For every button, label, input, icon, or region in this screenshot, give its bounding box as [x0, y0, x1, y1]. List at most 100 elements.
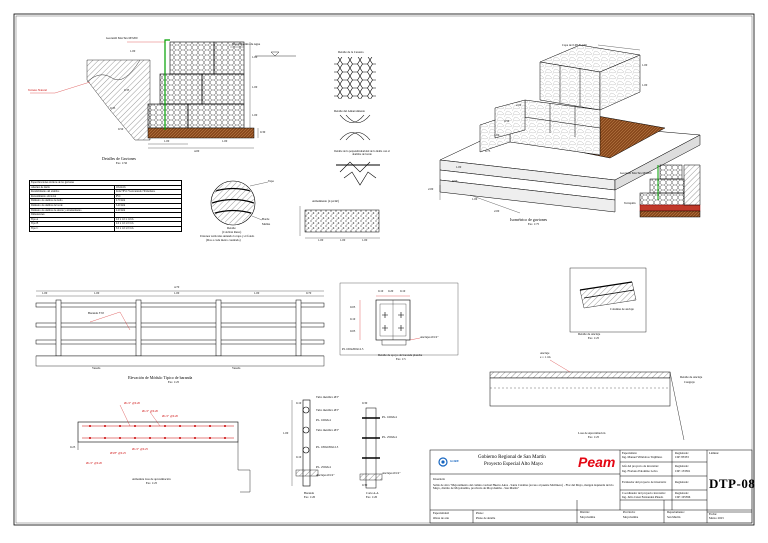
anchoring-title: Armamiento (4 pz/m²) — [312, 199, 340, 203]
base-plate-scale: Esc. 1:5 — [396, 357, 406, 361]
role-name: Ing. Julio César Fernandez Pinedo — [622, 495, 664, 499]
role-label: Evaluador del proyecto de inversión: — [622, 480, 667, 484]
railing-elevation-drawing — [35, 290, 325, 367]
anchor-detail-title: Detalle de Anclaje — [578, 332, 601, 336]
post-label: PL. 250x6.4 — [316, 465, 331, 469]
section-label: PL. 250x6.4 — [382, 435, 397, 439]
plan-label: Plano: — [476, 511, 484, 515]
dim-label: 2.00 — [428, 187, 434, 191]
sheet-label: Lámina: — [709, 451, 719, 455]
sidewalk-left-label: Vereda — [92, 366, 101, 370]
dim-label: 0.35 — [110, 106, 116, 110]
approach-slab-title: Losa de Aproximación — [578, 431, 606, 435]
selvedge-detail-title: Detalle de la perpendicularidad de la ma… — [334, 150, 390, 157]
dim-label: 0.30 — [362, 401, 368, 405]
investment-label: Inversión: — [433, 477, 446, 481]
isometric-title: Isométrico de gaviones — [510, 217, 548, 222]
dim-label: 1.00 — [283, 431, 289, 435]
role-name: Ing. Floriano Palomino Leiva — [622, 469, 658, 473]
gore-logo-text: GORE — [450, 459, 459, 463]
dim-label: 0.30 — [260, 130, 266, 134]
slab-label: e = 1 cm — [540, 355, 551, 359]
department-value: San Martín — [667, 515, 681, 519]
org-name-1: Gobierno Regional de San Martín — [478, 455, 546, 460]
post-label: Anclajes Ø1/2" — [316, 473, 335, 477]
natural-ground-label: Terreno Natural — [28, 88, 48, 92]
dim-label: 0.30 — [362, 483, 368, 487]
peam-logo: Peam — [578, 454, 616, 470]
rebar-title: Armadura losa de aproximación — [132, 477, 171, 481]
org-name-2: Proyecto Especial Alto Mayo — [484, 462, 543, 467]
reg-value: CIP: 133561 — [675, 469, 691, 473]
reg-value: CIP: 105396 — [675, 495, 691, 499]
dim-label: 1.00 — [252, 55, 258, 59]
post-label: Tubo metálico Ø3" — [316, 428, 339, 432]
mesh-details-drawing — [299, 57, 380, 239]
post-label: Tubo metálico Ø3" — [316, 395, 339, 399]
dim-label: 1.00 — [130, 49, 136, 53]
anchor-detail-drawing — [569, 267, 647, 333]
role-name: Ing. Manuel Villalobos Trujillano — [622, 455, 663, 459]
province-label: Provincia: — [623, 510, 636, 514]
isometric-top-label: Capa de 0.08 X 1.00 — [562, 43, 587, 47]
dim-label: 4.00 — [194, 149, 200, 153]
reg-value: CIP: 83333 — [675, 455, 689, 459]
small-fill-label: Terraplén — [624, 201, 636, 205]
post-elevation-drawing — [291, 399, 383, 489]
reg-label: Registrado: — [675, 451, 689, 455]
role-label: Coordinador del proyecto inversión: — [622, 491, 666, 495]
dim-label: 0.25 — [70, 445, 76, 449]
gore-logo — [438, 457, 448, 467]
dim-label: 1.00 — [340, 238, 346, 242]
base-plate-drawing — [339, 282, 459, 356]
rebar-label: Ø1/2" @0.20 — [142, 409, 158, 413]
gabion-section-scale: Esc. 1:50 — [116, 161, 128, 165]
base-plate-title: Detalle de apoyo de baranda plancha — [378, 353, 423, 357]
railing-elevation-scale: Esc. 1:25 — [168, 380, 180, 384]
dim-label: 0.50 — [118, 127, 124, 131]
department-label: Departamento: — [667, 510, 685, 514]
dim-label: 1.00 — [222, 139, 228, 143]
dim-label: 1.00 — [164, 139, 170, 143]
investment-text: Saldo de obra "Mejoramiento del camino v… — [433, 483, 614, 491]
dim-label: 4.70 — [174, 285, 180, 289]
spec-table: Especificaciones técnicas de los gavione… — [29, 180, 183, 232]
dim-label: 1.00 — [494, 133, 500, 137]
approach-slab-drawing — [489, 359, 685, 441]
isometric-scale: Esc. 1:75 — [528, 222, 540, 226]
rebar-label: Ø1/2" @0.20 — [86, 461, 102, 465]
dim-label: 0.50 — [452, 179, 458, 183]
dim-label: 0.20 — [388, 289, 394, 293]
dim-label: 1.00 — [174, 291, 180, 295]
wire-caption: (Dos a cada metro cuadrado) — [206, 238, 241, 242]
wire-label-edge: Borde — [262, 217, 270, 221]
approach-slab-scale: Esc. 1:25 — [588, 435, 600, 439]
isometric-drawing — [439, 44, 701, 214]
specialty-value: Obras de arte — [433, 516, 449, 520]
dim-label: 1.00 — [472, 197, 478, 201]
railing-bracket-label: Baranda 3"Ø — [88, 311, 104, 315]
post-scale: Esc. 1:20 — [304, 495, 316, 499]
dim-label: 1.00 — [252, 113, 258, 117]
dim-label: 1.00 — [42, 291, 48, 295]
water-level-label: Nivel Máximo de Agua — [232, 42, 261, 46]
dim-label: 1.00 — [456, 165, 462, 169]
gabion-section-drawing — [30, 39, 296, 149]
rebar-label: Ø1/2" @0.20 — [162, 414, 178, 418]
dim-label: 0.05 — [350, 305, 356, 309]
dim-label: 1.00 — [318, 238, 324, 242]
slab-label: Detalle de Anclaje — [680, 375, 703, 379]
wire-caption: Uniones verticales uniendo la tapa y el … — [200, 234, 255, 238]
wire-detail-drawing — [210, 180, 269, 226]
post-label: PL. 160x6.4 — [316, 418, 331, 422]
dim-label: 0.10 — [296, 401, 302, 405]
plate-label: PL 100x200x12.5 — [342, 347, 364, 351]
small-geotextile-label: Geotextil MacTex MT200 — [620, 171, 652, 175]
section-aa-scale: Esc. 1:20 — [366, 495, 378, 499]
dim-label: 1.00 — [642, 83, 648, 87]
dim-label: 0.10 — [400, 289, 406, 293]
anchor-label: Anclajes Ø1/2" — [420, 335, 439, 339]
reg-label: Registrado: — [675, 480, 689, 484]
